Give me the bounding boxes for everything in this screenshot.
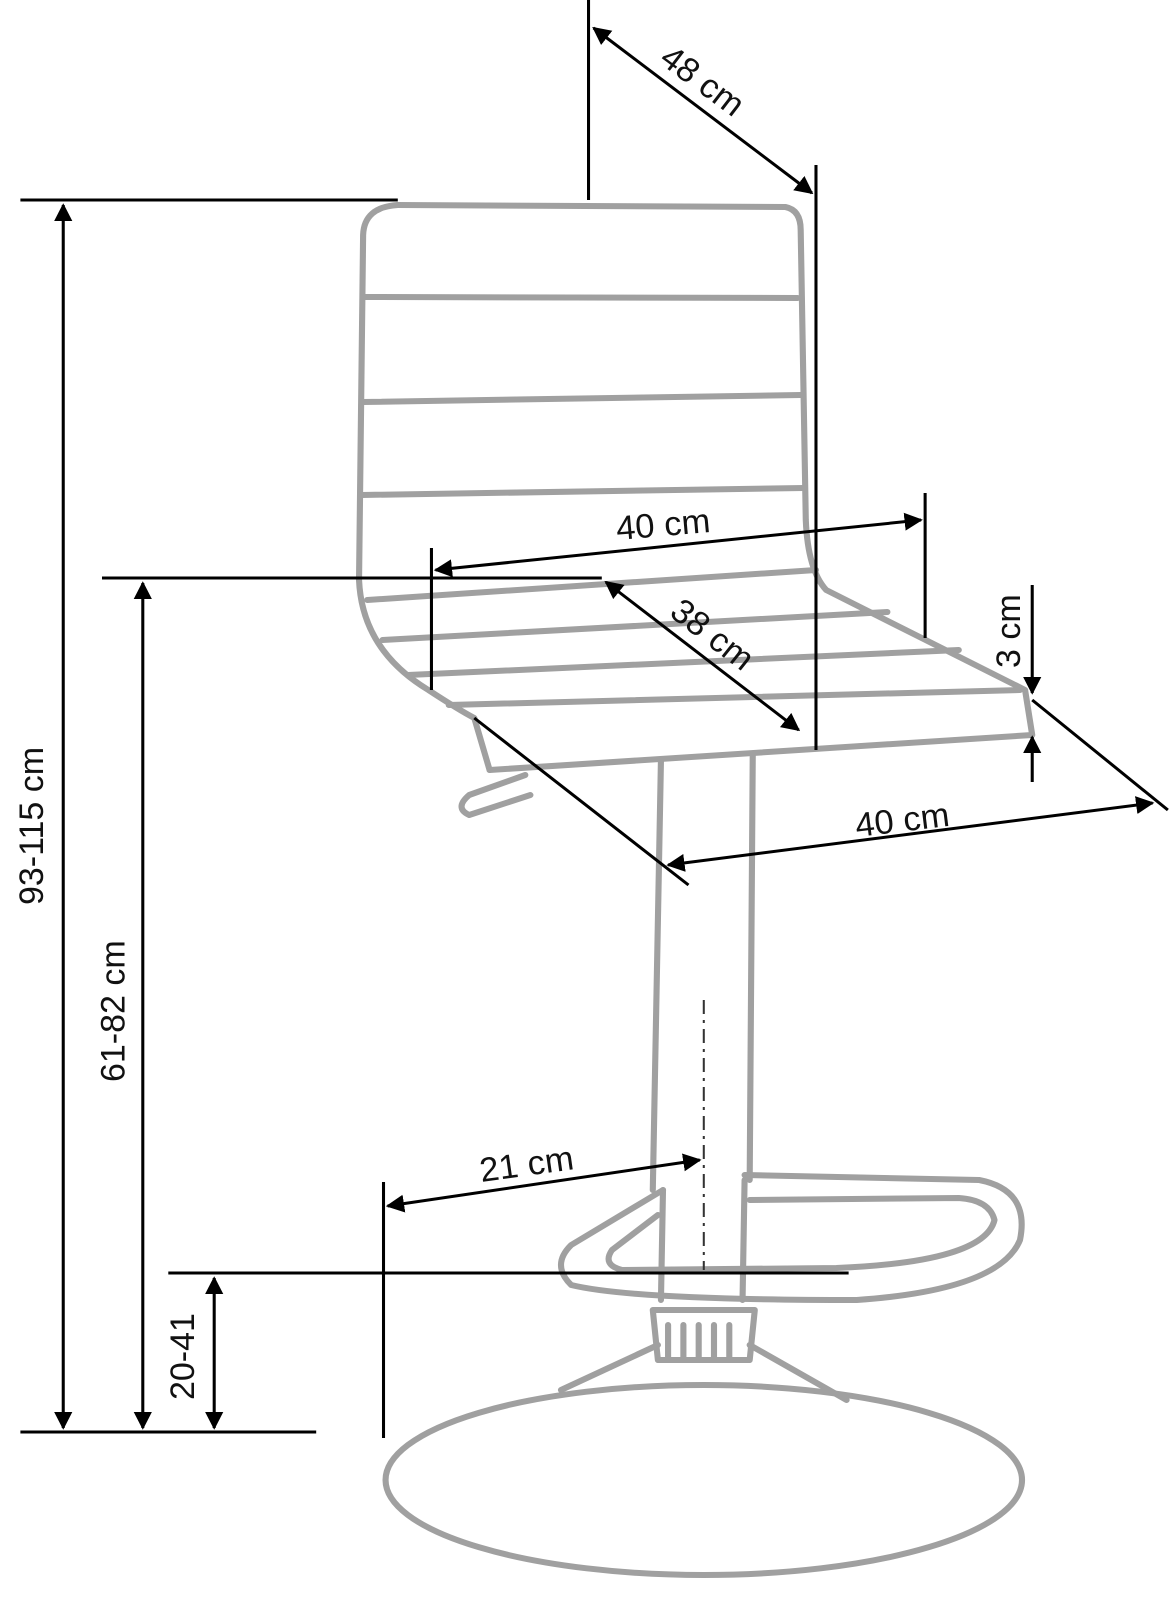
seat-stripe <box>404 647 962 678</box>
total-height-label: 93-115 cm <box>13 747 51 905</box>
dimension-lines <box>20 0 1169 1438</box>
base-radius-label: 21 cm <box>477 1140 576 1190</box>
seat-width-back-label: 40 cm <box>614 502 711 548</box>
base-cone <box>649 1307 758 1363</box>
backrest-stripe <box>362 294 801 301</box>
lever <box>458 772 534 818</box>
backrest-left-edge <box>355 202 493 773</box>
stool-outline <box>355 202 1036 1578</box>
seat-stripe <box>364 567 820 603</box>
footrest-ring <box>557 1172 1025 1303</box>
seat-stripe <box>445 687 1024 708</box>
seat-thickness-label: 3 cm <box>990 594 1028 668</box>
base <box>382 1382 1026 1578</box>
backrest-stripe <box>359 485 807 498</box>
seat-stripe <box>379 609 891 643</box>
backrest-stripe <box>360 392 804 405</box>
footrest-height-label: 20-41 <box>164 1313 202 1400</box>
seat-height-label: 61-82 cm <box>94 940 132 1082</box>
seat-width-front-label: 40 cm <box>853 796 951 845</box>
